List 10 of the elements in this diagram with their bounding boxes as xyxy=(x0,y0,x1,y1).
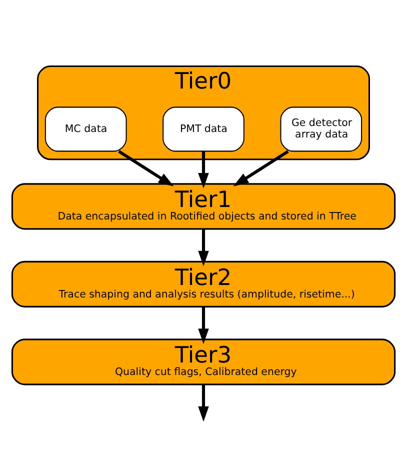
arrow xyxy=(198,151,209,188)
node-box: Tier3 Quality cut flags, Calibrated energy xyxy=(11,338,396,385)
arrow xyxy=(198,306,209,344)
arrow xyxy=(198,384,209,422)
node-box: Tier1 Data encapsulated in Rootified objects and stored in TTree xyxy=(11,182,396,230)
node-box: MC data xyxy=(44,106,127,152)
node-box: Ge detector array data xyxy=(280,106,362,152)
node-box: PMT data xyxy=(162,106,244,152)
node-box: Tier2 Trace shaping and analysis results (amplitude, risetime...) xyxy=(11,260,396,307)
arrow xyxy=(198,228,209,266)
